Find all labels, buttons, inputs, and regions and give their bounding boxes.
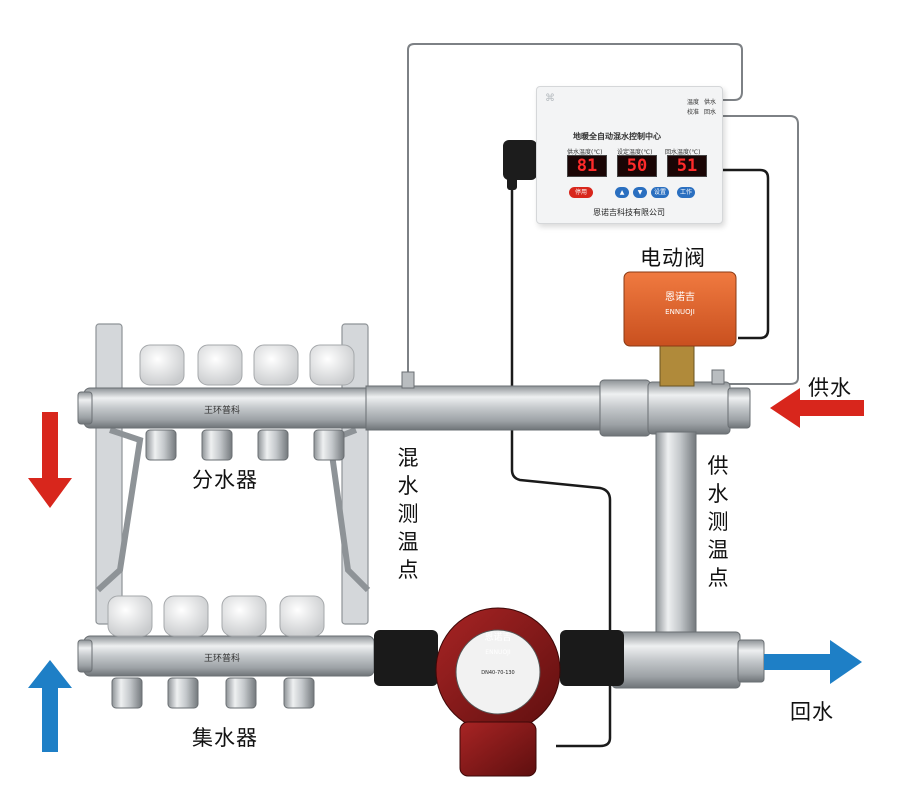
- power-plug: [503, 140, 537, 190]
- return-tee: [611, 631, 765, 689]
- supply-sensor-label: 供水测温点: [707, 454, 729, 590]
- svg-text:王环普科: 王环普科: [204, 652, 240, 664]
- circulation-pump: 恩诺吉 ENNUOJI DN40-70-130: [374, 607, 624, 777]
- pump-power-cable: [510, 150, 612, 748]
- controller-logo: ⌘: [545, 93, 555, 104]
- supply-tee: [647, 369, 751, 435]
- collector-knobs: [107, 595, 325, 637]
- side-tag-4: 回水: [704, 109, 717, 116]
- svg-text:王环普科: 王环普科: [204, 404, 240, 416]
- supply-temp-display: 81: [567, 155, 607, 177]
- svg-text:DN40-70-130: DN40-70-130: [481, 670, 514, 676]
- distributor-knobs: [139, 344, 355, 386]
- pump-right-union: [560, 630, 624, 686]
- signal-cables: [407, 43, 799, 385]
- valve-brand-text: 恩诺吉: [665, 291, 695, 303]
- return-temp-display: 51: [667, 155, 707, 177]
- return-out-label: 回水: [790, 700, 834, 724]
- distributor-down-arrow: [28, 412, 72, 508]
- stop-button[interactable]: 停用: [569, 187, 593, 198]
- set-temp-display: 50: [617, 155, 657, 177]
- pump-left-union: [374, 630, 438, 686]
- svg-text:ENNUOJI: ENNUOJI: [485, 649, 511, 656]
- svg-text:ENNUOJI: ENNUOJI: [665, 308, 695, 316]
- mix-sensor-cable: [407, 43, 743, 372]
- supply-sensor-cable: [720, 115, 799, 385]
- supply-in-arrow: [770, 388, 864, 428]
- power-cables: [510, 150, 770, 748]
- display-label-set: 设定温度(℃): [617, 149, 653, 156]
- collector-up-arrow: [28, 660, 72, 752]
- side-tag-2: 供水: [704, 99, 717, 106]
- mixed-water-pipe: [365, 371, 651, 437]
- controller-manufacturer: 恩诺吉科技有限公司: [593, 208, 665, 217]
- display-label-return: 回水温度(℃): [665, 149, 701, 156]
- controller-title: 地暖全自动混水控制中心: [573, 132, 661, 141]
- svg-text:恩诺吉: 恩诺吉: [484, 632, 511, 643]
- collector-label: 集水器: [192, 726, 258, 750]
- valve-label: 电动阀: [640, 246, 706, 270]
- electric-valve-actuator: 恩诺吉 ENNUOJI: [623, 271, 737, 387]
- display-label-supply: 供水温度(℃): [567, 149, 603, 156]
- distributor-label: 分水器: [192, 468, 258, 492]
- up-button[interactable]: ▲: [615, 187, 629, 198]
- valve-power-cable: [720, 168, 770, 340]
- side-tag-3: 校准: [687, 109, 700, 116]
- return-out-arrow: [764, 640, 862, 684]
- down-button[interactable]: ▼: [633, 187, 647, 198]
- set-button[interactable]: 设置: [651, 187, 669, 198]
- mix-sensor-label: 混水测温点: [397, 446, 419, 582]
- distributor-outlets: [145, 429, 345, 461]
- supply-sensor-port: [711, 369, 725, 385]
- supply-in-label: 供水: [808, 376, 852, 400]
- mix-sensor-port: [401, 371, 415, 389]
- bypass-pipe: [655, 431, 697, 633]
- collector-outlets: [111, 677, 315, 709]
- work-button[interactable]: 工作: [677, 187, 695, 198]
- mixing-control-center: ⌘ 温度 供水 校准 回水 地暖全自动混水控制中心 供水温度(℃) 设定温度(℃…: [536, 86, 723, 224]
- distributor-manifold: [77, 387, 375, 429]
- side-tag-1: 温度: [687, 99, 700, 106]
